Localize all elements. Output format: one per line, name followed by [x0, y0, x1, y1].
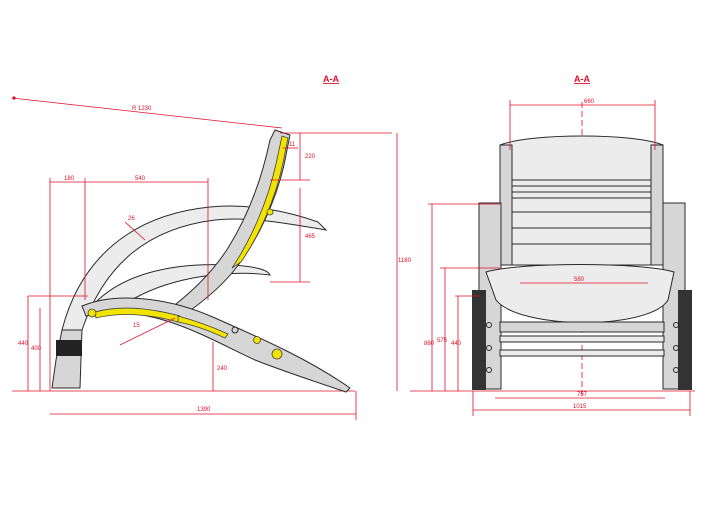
front-section-label: A-A [574, 74, 590, 84]
dim-1180-label: 1180 [398, 258, 412, 264]
dim-465-label: 465 [305, 234, 316, 240]
front-backrest [499, 135, 664, 266]
front-backrest-right-edge [650, 144, 664, 266]
dim-1015-label: 1015 [573, 404, 587, 410]
radius-label: R 1230 [132, 106, 152, 112]
front-bolt-r2 [673, 345, 679, 351]
dim-860-label: 860 [424, 341, 435, 347]
side-frame-arc [61, 205, 328, 331]
front-backrest-left-edge [499, 144, 513, 266]
radius-center [12, 96, 16, 100]
side-bolt-5 [266, 208, 274, 216]
angle-26-label: 26 [128, 216, 135, 222]
radius-line [11, 97, 283, 129]
dim-440f-label: 440 [451, 341, 462, 347]
dim-440-label: 440 [18, 341, 29, 347]
dim-220-label: 220 [305, 154, 316, 160]
dim-400-label: 400 [31, 346, 42, 352]
front-bolt-r1 [673, 322, 679, 328]
side-bolt-1 [87, 308, 97, 318]
dim-757-label: 757 [577, 392, 588, 398]
front-rail-2 [499, 349, 665, 357]
side-bolt-2 [253, 336, 261, 344]
dim-540-label: 540 [135, 176, 146, 182]
side-backrest-highlight [231, 135, 289, 269]
angle-26-line [124, 221, 146, 241]
front-backrest-slats [512, 179, 651, 245]
dim-1390-label: 1390 [197, 407, 211, 413]
side-seat-highlight-2 [177, 315, 229, 339]
dim-580-label: 580 [574, 277, 585, 283]
side-front-leg [51, 329, 83, 389]
dim-660-label: 660 [584, 99, 595, 105]
front-bolt-l1 [486, 322, 492, 328]
side-section-label: A-A [323, 74, 339, 84]
front-seat [485, 264, 675, 323]
dim-575-label: 575 [437, 338, 448, 344]
front-left-foot [472, 290, 486, 390]
front-bolt-l2 [486, 345, 492, 351]
angle-15-line [119, 317, 176, 346]
side-bolt-3 [271, 348, 283, 360]
dim-11-label: 11 [289, 142, 296, 148]
angle-15-label: 15 [133, 323, 140, 329]
side-view: A-A R 1230 26 15 [11, 74, 412, 420]
front-seat-rail [499, 321, 665, 333]
side-bolt-4 [231, 326, 239, 334]
side-seat [81, 297, 351, 393]
dim-240-label: 240 [217, 366, 228, 372]
front-view: A-A [410, 74, 695, 416]
front-rail-1 [499, 335, 665, 343]
side-leg-band [56, 340, 82, 356]
front-bolt-r3 [673, 367, 679, 373]
side-armrest-curve [90, 264, 271, 307]
front-right-foot [678, 290, 692, 390]
front-bolt-l3 [486, 367, 492, 373]
dim-180-label: 180 [64, 176, 75, 182]
